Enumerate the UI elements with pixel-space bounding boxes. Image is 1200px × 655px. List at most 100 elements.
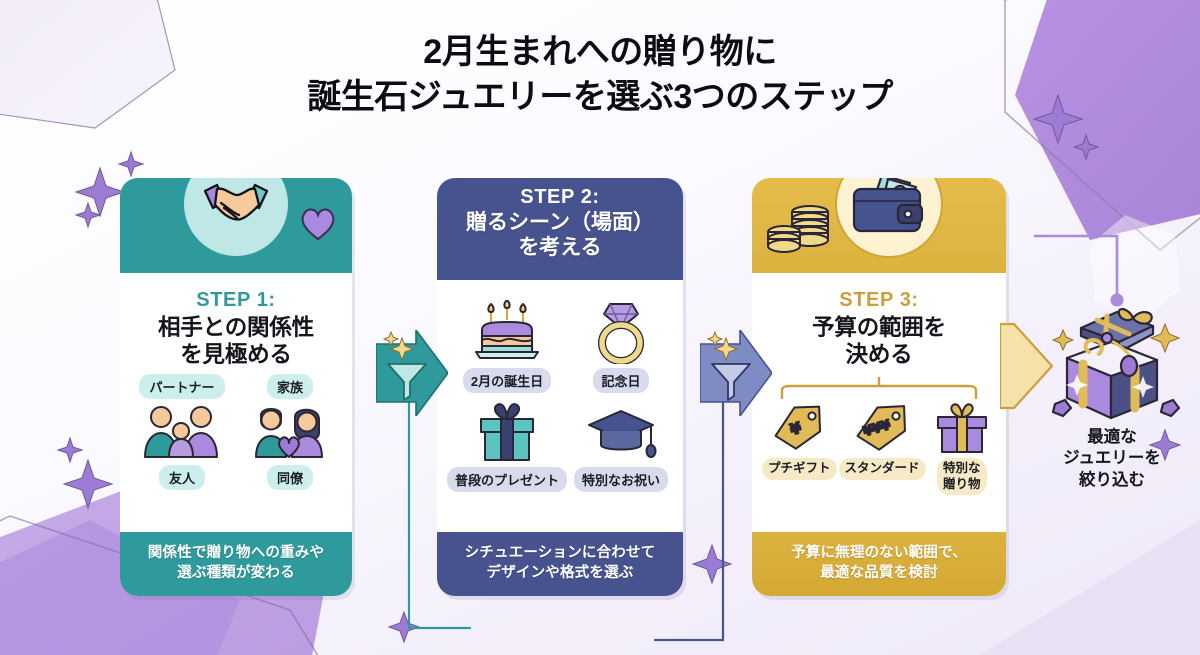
step-1-body: STEP 1: 相手との関係性 を見極める パートナー 家族 [120, 273, 352, 532]
step-card-3[interactable]: STEP 3: 予算の範囲を 決める [752, 178, 1006, 596]
step-2-item-everyday-gift[interactable]: 普段のプレゼント [447, 399, 568, 492]
heart-icon [301, 208, 335, 241]
result-label-line-2: ジュエリーを [1063, 449, 1161, 468]
result-label-line-1: 最適な [1087, 428, 1137, 446]
gift-box-icon-svg [480, 403, 534, 461]
funnel-arrow-1 [375, 327, 449, 421]
birthday-cake-icon-svg [475, 300, 539, 359]
result-label-line-3: 絞り込む [1079, 470, 1145, 489]
chip-partner[interactable]: パートナー [139, 374, 225, 399]
sparkle-group-gold [1051, 322, 1181, 354]
wallet-icon [835, 178, 944, 258]
funnel-arrow-2-svg [699, 327, 773, 419]
diamond-ring-icon-svg [598, 303, 644, 364]
gold-chevron-svg [998, 322, 1054, 410]
step-2-title-line-1: 贈るシーン（場面） [466, 211, 654, 234]
sparkle-icon [1132, 376, 1154, 398]
diamond-ring-icon [590, 300, 652, 364]
step-card-2[interactable]: STEP 2: 贈るシーン（場面） を考える [437, 178, 683, 596]
result-block: 最適な ジュエリーを 絞り込む [1028, 300, 1196, 491]
step-1-kicker: STEP 1: [196, 289, 276, 311]
gold-chevron [998, 318, 1062, 419]
sparkle-icon [1051, 328, 1075, 352]
chevron-right-icon [998, 322, 1054, 410]
chip-petit-gift[interactable]: プチギフト [762, 458, 837, 480]
bracket-icon [780, 377, 978, 399]
chip-special-celebration[interactable]: 特別なお祝い [574, 467, 669, 492]
funnel-arrow-1-svg [375, 327, 449, 419]
couple-icon [139, 401, 225, 463]
step-3-header [752, 178, 1006, 273]
open-jewelry-gift-box-icon [1051, 308, 1181, 420]
step-2-item-special[interactable]: 特別なお祝い [574, 399, 669, 492]
price-tag-icon-svg: ¥ [774, 405, 822, 450]
wallet-icon-svg [853, 178, 924, 233]
step-2-footer-line-1: シチュエーションに合わせて [464, 544, 656, 561]
step-2-footer-line-2: デザインや格式を選ぶ [486, 565, 634, 582]
step-3-body: STEP 3: 予算の範囲を 決める [752, 273, 1006, 532]
budget-bracket [762, 377, 996, 399]
sparkle-icon [706, 330, 724, 348]
page-title-line-2: 誕生石ジュエリーを選ぶ3つのステップ [307, 77, 893, 116]
handshake-icon [182, 178, 290, 258]
sparkle-icon [713, 336, 739, 362]
step-3-footer-line-1: 予算に無理のない範囲で、 [791, 544, 967, 561]
sparkle-icon [1066, 374, 1088, 396]
step-card-1[interactable]: STEP 1: 相手との関係性 を見極める パートナー 家族 [120, 178, 352, 596]
step-3-item-petit[interactable]: ¥ プチギフト [762, 400, 837, 495]
gift-box-purple-icon [934, 400, 990, 458]
graduation-cap-icon [585, 399, 657, 463]
step-2-title-line-2: を考える [518, 236, 602, 260]
chip-everyday-gift[interactable]: 普段のプレゼント [447, 467, 568, 492]
step-1-title-line-2: を見極める [180, 342, 292, 367]
sparkle-icon [382, 330, 400, 348]
coins-icon [767, 205, 829, 253]
gift-box-icon [473, 399, 541, 463]
step-2-kicker: STEP 2: [520, 186, 600, 208]
funnel-icon [711, 363, 751, 401]
step-2-item-anniversary[interactable]: 記念日 [590, 300, 652, 393]
step-3-kicker: STEP 3: [839, 289, 919, 311]
step-2-header-notch [508, 178, 612, 186]
step-1-chip-grid: パートナー 家族 [130, 374, 342, 490]
result-label: 最適な ジュエリーを 絞り込む [1028, 427, 1196, 491]
step-1-header [120, 178, 352, 273]
page-title: 2月生まれへの贈り物に 誕生石ジュエリーを選ぶ3つのステップ [0, 30, 1200, 120]
funnel-arrow-2 [699, 327, 773, 421]
sparkle-group [1066, 374, 1154, 398]
step-2-title: 贈るシーン（場面） を考える [437, 210, 683, 260]
step-1-footer-line-1: 関係性で贈り物への重みや [147, 544, 325, 561]
step-3-item-standard[interactable]: ¥¥¥ スタンダード [838, 400, 926, 495]
family-icon-svg [255, 408, 323, 458]
price-tag-triple-icon: ¥¥¥ [851, 400, 913, 458]
step-2-item-birthday[interactable]: 2月の誕生日 [462, 300, 552, 393]
step-2-footer: シチュエーションに合わせて デザインや格式を選ぶ [437, 531, 683, 596]
step-1-title: 相手との関係性 を見極める [130, 314, 342, 368]
step-3-footer-line-2: 最適な品質を検討 [820, 565, 938, 582]
step-1-title-line-1: 相手との関係性 [158, 315, 314, 340]
step-2-body: 2月の誕生日 [437, 280, 683, 532]
page-title-line-1: 2月生まれへの贈り物に [423, 33, 777, 71]
step-3-item-special-gift[interactable]: 特別な 贈り物 [934, 400, 990, 496]
graduation-cap-icon-svg [588, 410, 657, 458]
step-3-title: 予算の範囲を 決める [762, 314, 996, 368]
chip-family[interactable]: 家族 [266, 374, 313, 399]
chip-special-gift[interactable]: 特別な 贈り物 [937, 458, 987, 496]
chip-anniversary[interactable]: 記念日 [593, 368, 649, 393]
price-tag-icon: ¥ [770, 400, 828, 458]
chip-colleagues[interactable]: 同僚 [266, 465, 313, 490]
step-3-footer: 予算に無理のない範囲で、 最適な品質を検討 [752, 531, 1006, 596]
chip-friends[interactable]: 友人 [158, 465, 205, 490]
chip-birthday[interactable]: 2月の誕生日 [462, 368, 552, 393]
chip-special-gift-line-1: 特別な [943, 461, 981, 475]
step-3-chip-grid: ¥ プチギフト ¥¥¥ [762, 400, 996, 496]
step-2-chip-grid: 2月の誕生日 [447, 300, 673, 492]
couple-icon-svg [144, 406, 218, 458]
step-3-title-line-2: 決める [845, 342, 913, 367]
step-1-footer-line-2: 選ぶ種類が変わる [177, 565, 295, 582]
chip-special-gift-line-2: 贈り物 [943, 476, 981, 491]
chip-standard[interactable]: スタンダード [838, 458, 926, 480]
sparkle-icon [389, 336, 415, 362]
step-3-title-line-1: 予算の範囲を [812, 315, 946, 340]
